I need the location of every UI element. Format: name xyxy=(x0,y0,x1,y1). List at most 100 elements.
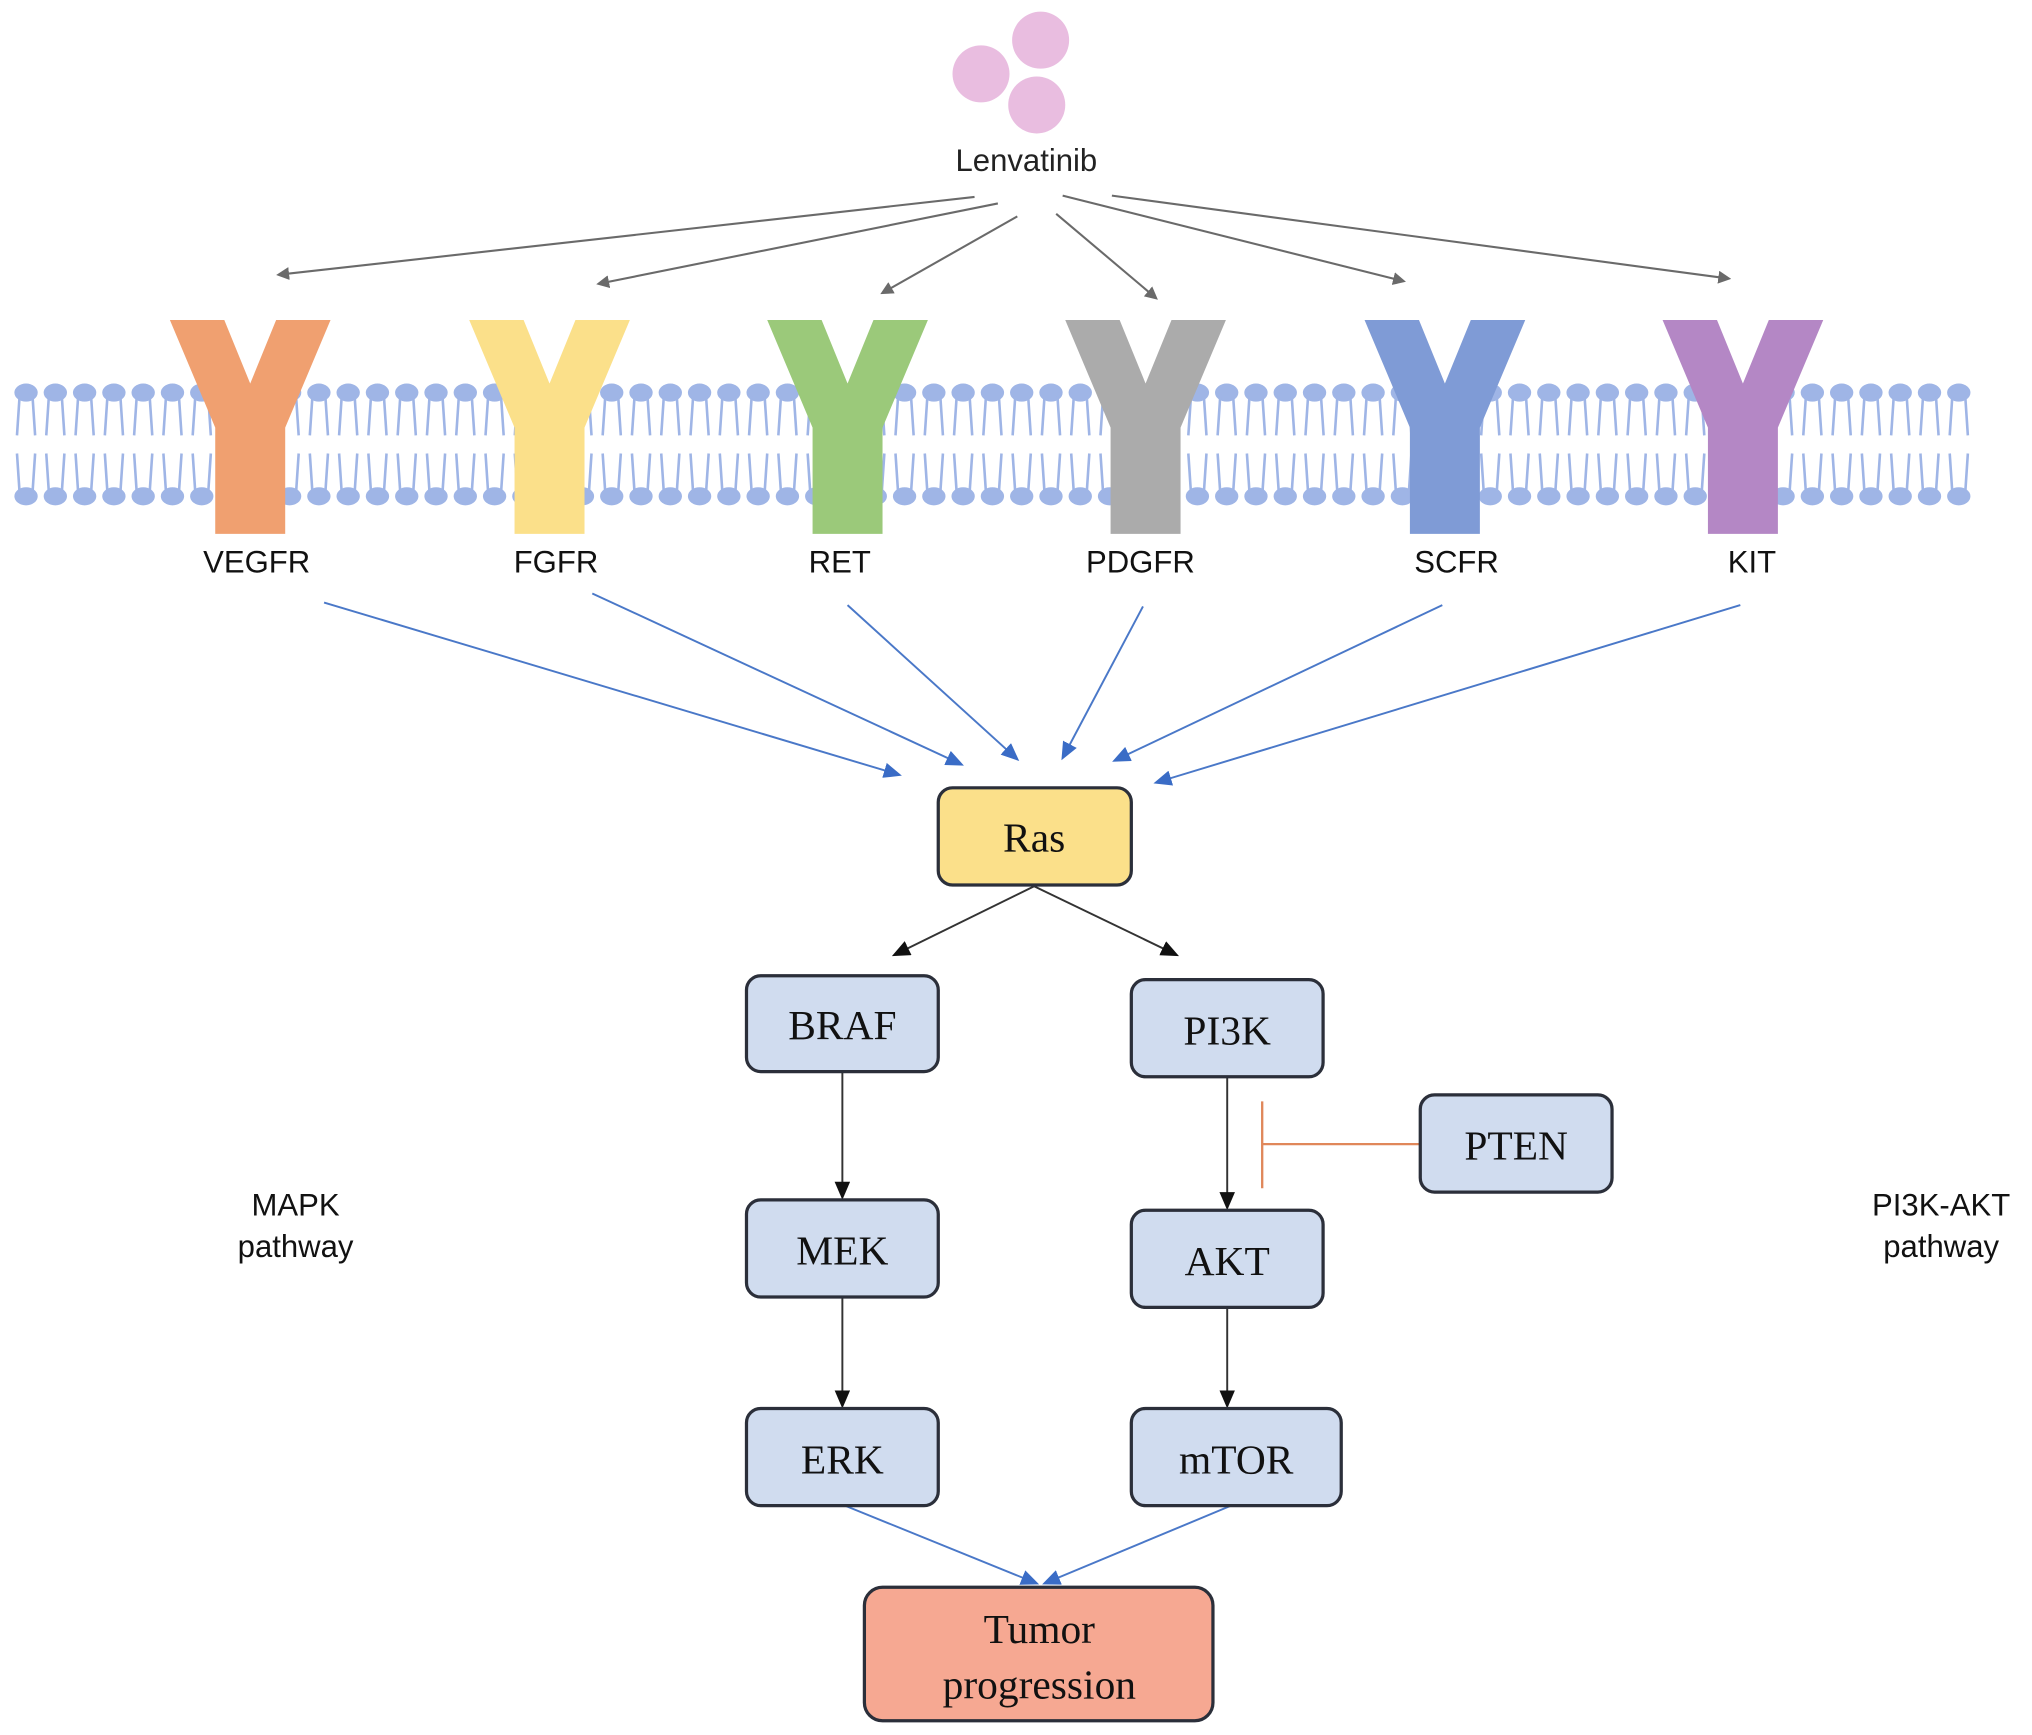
lipid-tail xyxy=(74,396,95,436)
lipid-tail xyxy=(1392,453,1413,493)
lipid-head xyxy=(14,487,38,506)
svg-text:progression: progression xyxy=(943,1662,1137,1708)
lipid-tail xyxy=(1948,453,1970,493)
lipid-tail xyxy=(1948,396,1970,436)
lipid-tail xyxy=(1655,453,1677,493)
lipid-tail xyxy=(425,453,447,493)
lipid-head xyxy=(658,383,682,402)
svg-text:Ras: Ras xyxy=(1003,814,1065,860)
lipid-head xyxy=(629,383,653,402)
lipid-head xyxy=(160,383,185,402)
lipid-tail xyxy=(1802,453,1823,493)
receptor-label-pdgfr: PDGFR xyxy=(1086,545,1195,580)
lipid-tail xyxy=(1216,396,1238,436)
lipid-head xyxy=(395,383,419,402)
lipid-head xyxy=(687,487,712,506)
lipid-tail xyxy=(1538,396,1560,436)
lipid-tail xyxy=(454,453,476,493)
lipid-head xyxy=(424,487,448,506)
lipid-head xyxy=(980,383,1005,402)
lipid-head xyxy=(43,487,67,506)
lipid-tail xyxy=(74,453,95,493)
lipid-tail xyxy=(454,396,476,436)
lipid-tail xyxy=(718,396,740,436)
lipid-tail xyxy=(1509,453,1530,493)
lipid-tail xyxy=(308,396,330,436)
lipid-tail xyxy=(1069,453,1091,493)
lipid-tail xyxy=(1187,453,1208,493)
lipid-head xyxy=(629,487,653,506)
lipid-head xyxy=(1332,487,1356,506)
lipid-tail xyxy=(484,453,505,493)
lipid-tail xyxy=(747,453,769,493)
lipid-head xyxy=(1273,487,1297,506)
lipid-head xyxy=(1244,487,1268,506)
lipid-tail xyxy=(367,396,388,436)
node-erk: ERK xyxy=(744,1406,940,1508)
lipid-head xyxy=(658,487,682,506)
node-akt: AKT xyxy=(1129,1208,1325,1310)
lenvatinib-label: Lenvatinib xyxy=(956,143,1098,178)
lipid-tail xyxy=(1889,396,1911,436)
lipid-tail xyxy=(1011,453,1033,493)
lipid-tail xyxy=(1333,396,1355,436)
lipid-head xyxy=(72,383,97,402)
lipid-tail xyxy=(689,453,710,493)
lipid-head xyxy=(482,487,507,506)
lipid-tail xyxy=(1597,396,1618,436)
cell-membrane xyxy=(14,383,1971,506)
lipid-tail xyxy=(132,396,154,436)
lipid-head xyxy=(746,487,770,506)
lipid-tail xyxy=(1684,453,1706,493)
svg-text:Tumor: Tumor xyxy=(984,1606,1096,1652)
lipid-tail xyxy=(1304,396,1325,436)
lipid-head xyxy=(1478,487,1502,506)
lipid-head xyxy=(1361,383,1385,402)
lipid-tail xyxy=(894,396,915,436)
lipid-tail xyxy=(1245,396,1267,436)
lipid-tail xyxy=(15,453,37,493)
lipid-head xyxy=(1566,383,1590,402)
lipid-tail xyxy=(1362,396,1384,436)
lipid-tail xyxy=(1040,453,1062,493)
svg-text:MEK: MEK xyxy=(796,1228,888,1274)
lipid-tail xyxy=(982,453,1003,493)
lipid-head xyxy=(1624,487,1649,506)
node-pten: PTEN xyxy=(1418,1093,1614,1194)
pi3k-akt-label: PI3K-AKT xyxy=(1872,1187,2010,1222)
lipid-tail xyxy=(1567,396,1589,436)
lipid-head xyxy=(1537,383,1561,402)
lipid-tail xyxy=(1274,453,1296,493)
lipid-tail xyxy=(44,453,66,493)
node-tumor-progression: Tumor progression xyxy=(862,1585,1215,1723)
lipid-head xyxy=(307,383,331,402)
receptor-scfr-icon xyxy=(1364,320,1526,534)
lipid-head xyxy=(160,487,185,506)
lipid-tail xyxy=(1802,396,1823,436)
lipid-tail xyxy=(1919,453,1940,493)
pten-inhibition xyxy=(1261,1101,1421,1189)
lipid-head xyxy=(1302,383,1327,402)
receptor-label-ret: RET xyxy=(809,545,871,580)
lipid-head xyxy=(1829,487,1854,506)
lipid-tail xyxy=(44,396,66,436)
lipid-head xyxy=(336,487,360,506)
lipid-head xyxy=(190,487,214,506)
node-mtor: mTOR xyxy=(1129,1406,1343,1508)
receptor-label-scfr: SCFR xyxy=(1414,545,1499,580)
lipid-head xyxy=(775,487,800,506)
lipid-head xyxy=(980,487,1005,506)
lipid-head xyxy=(1800,383,1825,402)
lipid-head xyxy=(131,487,155,506)
lipid-head xyxy=(1361,487,1385,506)
lipid-head xyxy=(1507,487,1532,506)
lipid-tail xyxy=(1040,396,1062,436)
lipid-head xyxy=(1917,487,1942,506)
lipid-head xyxy=(892,487,917,506)
lipid-tail xyxy=(777,396,798,436)
lipid-tail xyxy=(630,396,652,436)
lipid-tail xyxy=(894,453,915,493)
lipid-head xyxy=(1917,383,1942,402)
lipid-tail xyxy=(1245,453,1267,493)
